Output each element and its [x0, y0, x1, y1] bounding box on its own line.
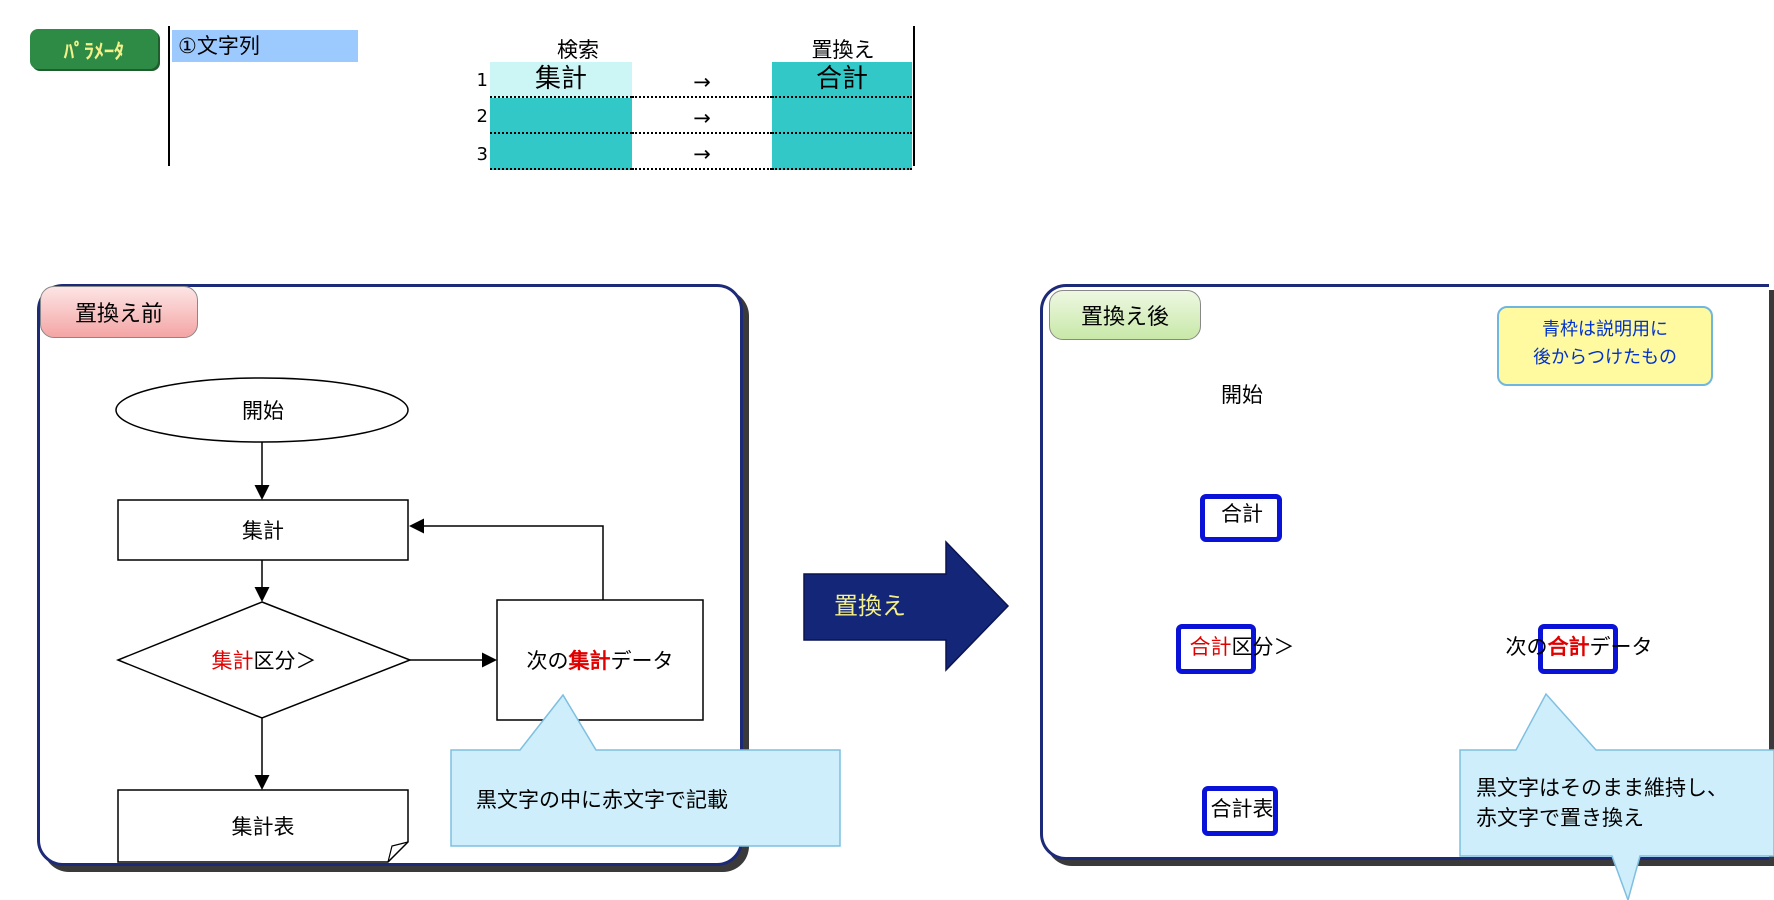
replace-input-2[interactable]: [772, 98, 912, 134]
next-data-label: 次の集計データ: [497, 640, 703, 680]
next-keyword: 集計: [568, 649, 611, 673]
decision-keyword: 集計: [211, 649, 254, 673]
callout-line: 赤文字で置き換え: [1476, 806, 1644, 830]
table-right-border: [913, 26, 915, 166]
callout-line: 黒文字はそのまま維持し、: [1476, 776, 1728, 800]
after-callout-shape: [1459, 692, 1774, 900]
search-input-1[interactable]: 集計: [490, 62, 632, 98]
highlight-box: [1200, 494, 1282, 542]
note-line: 後からつけたもの: [1533, 347, 1677, 368]
search-input-3[interactable]: [490, 134, 632, 170]
string-param-label: ①文字列: [172, 30, 358, 62]
replace-arrow-label: 置換え: [834, 592, 906, 620]
replace-input-1[interactable]: 合計: [772, 62, 912, 98]
row-arrow: →: [632, 134, 772, 170]
decision-keyword: 合計: [1189, 635, 1232, 659]
document-label: 合計表: [1097, 788, 1387, 828]
row-arrow: →: [632, 62, 772, 98]
row-arrow: →: [632, 98, 772, 134]
before-callout-shape: [450, 693, 841, 847]
next-data-box: [496, 599, 704, 721]
decision-label: 合計区分＞: [1096, 626, 1388, 666]
replace-header: 置換え: [811, 38, 875, 62]
process-label: 集計: [242, 519, 284, 543]
next-data-label: 次の合計データ: [1476, 626, 1682, 666]
next-suffix: データ: [1589, 635, 1653, 659]
process-box: [117, 499, 409, 561]
after-tag: 置換え後: [1049, 290, 1201, 340]
parameter-table: ①文字列 検索 置換え 1 集計 → 合計 2 → 3 →: [168, 26, 916, 174]
note-line: 青枠は説明用に: [1542, 319, 1668, 340]
table-left-border: [168, 26, 170, 166]
explanation-note: 青枠は説明用に 後からつけたもの: [1497, 306, 1713, 386]
highlight-box: [1176, 624, 1256, 674]
decision-suffix: 区分＞: [1231, 635, 1295, 659]
highlight-box: [1202, 786, 1278, 836]
row-number: 3: [476, 144, 488, 165]
doc-keyword: 集計: [231, 815, 274, 839]
before-callout-text: 黒文字の中に赤文字で記載: [476, 788, 728, 812]
decision-suffix: 区分＞: [253, 649, 317, 673]
highlight-box: [1538, 624, 1618, 674]
before-tag: 置換え前: [40, 286, 198, 338]
next-prefix: 次の: [1505, 635, 1548, 659]
doc-keyword: 合計: [1210, 797, 1253, 821]
decision-label: 集計区分＞: [118, 640, 410, 680]
next-suffix: データ: [610, 649, 674, 673]
row-number: 2: [476, 106, 488, 127]
start-label: 開始: [242, 399, 284, 423]
document-shape: [117, 789, 409, 863]
process-label: 合計: [1221, 502, 1263, 526]
doc-suffix: 表: [273, 815, 295, 839]
next-prefix: 次の: [526, 649, 569, 673]
doc-suffix: 表: [1252, 797, 1274, 821]
parameter-badge: ﾊﾟﾗﾒｰﾀ: [30, 29, 158, 69]
replace-input-3[interactable]: [772, 134, 912, 170]
after-callout-text: 黒文字はそのまま維持し、 赤文字で置き換え: [1476, 772, 1774, 832]
search-header: 検索: [557, 38, 599, 62]
search-input-2[interactable]: [490, 98, 632, 134]
row-number: 1: [476, 70, 488, 91]
replace-arrow: [803, 540, 1010, 672]
document-label: 集計表: [118, 806, 408, 846]
start-label: 開始: [1221, 383, 1263, 407]
next-keyword: 合計: [1547, 635, 1590, 659]
